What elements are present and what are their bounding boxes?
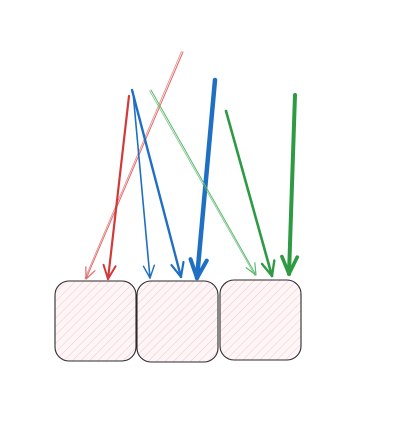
arrow-green-medium-head	[260, 259, 276, 278]
arrow-green-thick-shaft	[287, 93, 297, 276]
arrow-green-thick-head	[280, 254, 300, 276]
arrow-blue-thick-shaft	[194, 77, 218, 281]
arrow-red-thin-head	[85, 266, 96, 280]
arrow-green-thin-shaft	[150, 89, 257, 276]
arrow-red-thin-shaft-sketch	[84, 50, 182, 279]
arrow-blue-thin	[132, 91, 156, 279]
arrow-red-shaft	[106, 94, 131, 281]
arrow-green-medium-shaft	[224, 109, 274, 278]
box-left	[54, 280, 137, 362]
arrow-blue-thin-shaft	[132, 91, 151, 279]
box-middle	[136, 280, 219, 363]
arrow-blue-thick-head	[188, 257, 209, 281]
arrow-red-thin	[84, 50, 184, 280]
box-left-hatch	[55, 281, 136, 361]
box-right-hatch	[220, 280, 301, 360]
box-right	[219, 279, 302, 361]
boxes-layer	[54, 279, 302, 363]
arrow-green-thin	[149, 89, 257, 276]
arrow-green-thick	[280, 93, 300, 276]
box-middle-hatch	[137, 281, 218, 362]
arrow-blue-thick	[188, 77, 218, 281]
arrow-blue-medium-shaft	[130, 88, 183, 279]
arrow-blue-medium	[130, 88, 185, 279]
arrow-green-thin-head	[245, 262, 257, 276]
arrow-red	[102, 94, 131, 281]
arrow-green-medium	[224, 109, 276, 278]
arrow-green-thin-shaft-sketch	[149, 90, 256, 276]
arrows-layer	[84, 50, 300, 281]
box-right-border	[219, 279, 302, 361]
arrow-red-thin-shaft	[85, 51, 184, 280]
box-middle-border	[136, 280, 219, 363]
arrow-blue-medium-head	[170, 260, 185, 279]
arrow-red-head	[102, 263, 117, 280]
arrow-blue-thin-head	[142, 264, 156, 279]
box-left-border	[54, 280, 137, 362]
